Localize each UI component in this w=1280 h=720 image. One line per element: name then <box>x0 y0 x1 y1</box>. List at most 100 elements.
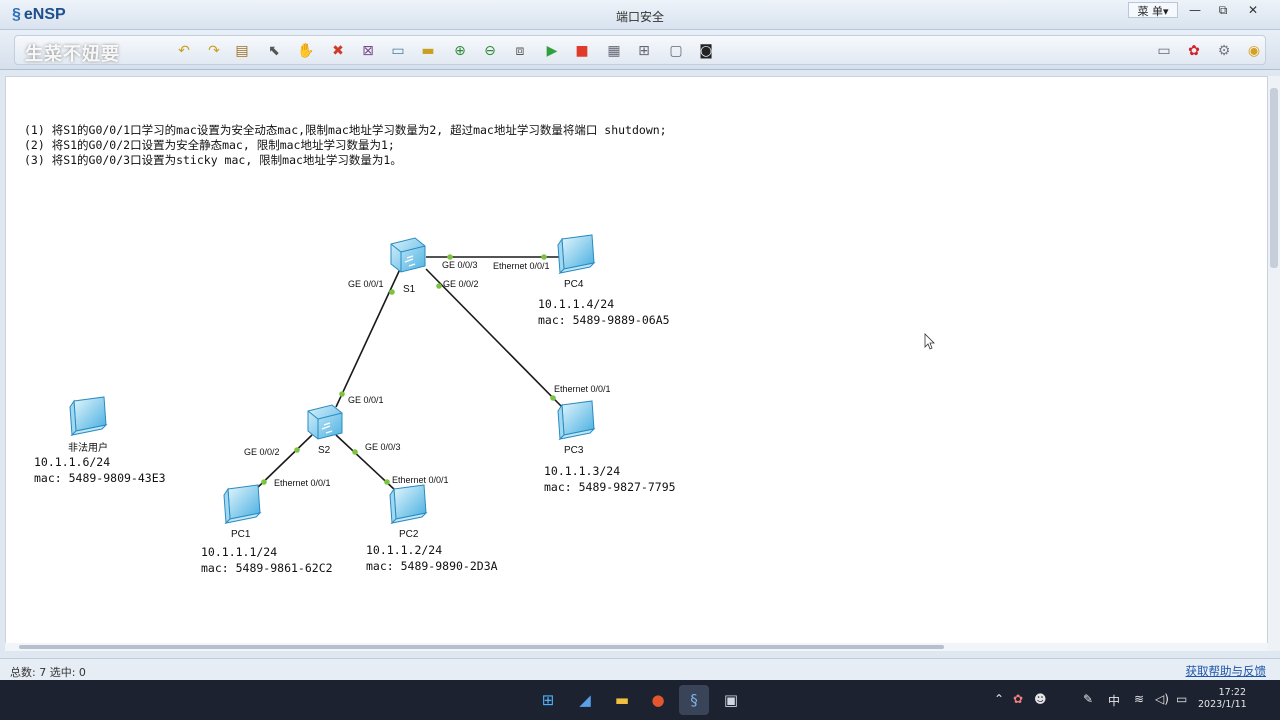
port-dot <box>294 447 300 453</box>
settings-gear-icon[interactable]: ⚙ <box>1217 43 1231 59</box>
mac-address: mac: 5489-9889-06A5 <box>538 313 670 327</box>
clock-date: 2023/1/11 <box>1198 699 1247 710</box>
device-name-pc2: PC2 <box>399 529 419 540</box>
instruction-line: (2) 将S1的G0/0/2口设置为安全静态mac, 限制mac地址学习数量为1… <box>24 138 395 152</box>
mac-address: mac: 5489-9809-43E3 <box>34 471 166 485</box>
window-title: 端口安全 <box>615 10 664 24</box>
windows-start-icon[interactable]: ⊞ <box>541 691 555 709</box>
rectangle-icon[interactable]: ▬ <box>421 43 435 59</box>
help-feedback-link[interactable]: 获取帮助与反馈 <box>1185 664 1267 678</box>
mac-address: mac: 5489-9890-2D3A <box>366 559 498 573</box>
zoom-in-icon[interactable]: ⊕ <box>454 43 466 59</box>
illegal-user-pc-icon[interactable] <box>69 396 108 437</box>
open-icon[interactable]: ▤ <box>235 43 249 59</box>
ip-address: 10.1.1.6/24 <box>34 455 111 469</box>
clock-time: 17:22 <box>1218 687 1246 698</box>
ime-chinese-label[interactable]: 中 <box>1108 694 1121 708</box>
vertical-scrollbar[interactable] <box>1268 76 1280 651</box>
ensp-app-icon[interactable]: § <box>679 685 709 715</box>
file-explorer-icon[interactable]: ▬ <box>614 691 630 709</box>
status-bar: 总数: 7 选中: 0 获取帮助与反馈 <box>0 658 1280 680</box>
port-label-s2-g003: GE 0/0/3 <box>365 442 401 452</box>
port-dot <box>352 449 358 455</box>
port-dot <box>389 289 395 295</box>
pc1-address: 10.1.1.1/24 mac: 5489-9861-62C2 <box>201 544 333 576</box>
capture-icon[interactable]: ▦ <box>607 43 621 59</box>
delete-link-icon[interactable]: ⊠ <box>362 43 374 59</box>
fit-view-icon[interactable]: ⧈ <box>515 43 525 59</box>
watermark-text: 生菜不妞要 <box>25 44 120 65</box>
topology-icon[interactable]: ⊞ <box>638 43 650 59</box>
port-dot <box>384 479 390 485</box>
horizontal-scrollbar[interactable] <box>5 643 1268 651</box>
mail-app-icon[interactable]: ◢ <box>579 691 591 709</box>
ip-address: 10.1.1.3/24 <box>544 464 621 478</box>
pc3-icon[interactable] <box>557 400 596 441</box>
forum-icon[interactable]: ▭ <box>1157 43 1171 59</box>
instruction-line: (1) 将S1的G0/0/1口学习的mac设置为安全动态mac,限制mac地址学… <box>24 123 667 137</box>
pc3-address: 10.1.1.3/24 mac: 5489-9827-7795 <box>544 463 676 495</box>
port-label-pc2-eth: Ethernet 0/0/1 <box>392 475 449 485</box>
pc1-icon[interactable] <box>223 484 262 525</box>
app-logo: §eNSP <box>12 6 66 24</box>
mac-address: mac: 5489-9827-7795 <box>544 480 676 494</box>
pc4-address: 10.1.1.4/24 mac: 5489-9889-06A5 <box>538 296 670 328</box>
port-dot <box>550 395 556 401</box>
switch-s2-icon[interactable] <box>307 404 343 440</box>
volume-icon[interactable]: ◁) <box>1155 692 1169 706</box>
wifi-icon[interactable]: ≋ <box>1134 692 1145 706</box>
ip-address: 10.1.1.4/24 <box>538 297 615 311</box>
port-label-pc4-eth: Ethernet 0/0/1 <box>493 261 550 271</box>
port-label-s1-g002: GE 0/0/2 <box>443 279 479 289</box>
zoom-out-icon[interactable]: ⊖ <box>484 43 496 59</box>
text-note-icon[interactable]: ▭ <box>391 43 405 59</box>
powerpoint-icon[interactable]: ● <box>651 691 665 709</box>
port-label-s2-g001: GE 0/0/1 <box>348 395 384 405</box>
ensp-logo-icon: § <box>12 6 21 23</box>
huawei-icon[interactable]: ✿ <box>1188 43 1200 59</box>
pan-hand-icon[interactable]: ✋ <box>297 43 315 59</box>
pc4-icon[interactable] <box>557 234 596 275</box>
port-label-s2-g002: GE 0/0/2 <box>244 447 280 457</box>
main-menu-button[interactable]: 菜 单▾ <box>1128 2 1178 18</box>
battery-icon[interactable]: ▭ <box>1176 692 1188 706</box>
undo-icon[interactable]: ↶ <box>178 43 190 59</box>
device-name-pc3: PC3 <box>564 445 584 456</box>
pc2-icon[interactable] <box>389 484 428 525</box>
mac-address: mac: 5489-9861-62C2 <box>201 561 333 575</box>
console-icon[interactable]: ◙ <box>699 43 713 59</box>
vertical-scroll-thumb[interactable] <box>1270 88 1278 268</box>
palette-icon[interactable]: ▢ <box>669 43 683 59</box>
horizontal-scroll-thumb[interactable] <box>19 645 944 649</box>
switch-s1-icon[interactable] <box>390 237 426 273</box>
select-icon[interactable]: ⬉ <box>268 43 280 59</box>
close-button[interactable]: ✕ <box>1247 3 1259 17</box>
redo-icon[interactable]: ↷ <box>208 43 220 59</box>
qq-icon[interactable]: ☻ <box>1034 692 1047 706</box>
restore-button[interactable]: ⧉ <box>1218 3 1228 17</box>
chevron-up-icon[interactable]: ⌃ <box>994 692 1005 706</box>
delete-icon[interactable]: ✖ <box>332 43 344 59</box>
mouse-cursor-icon <box>924 333 935 350</box>
instruction-line: (3) 将S1的G0/0/3口设置为sticky mac, 限制mac地址学习数… <box>24 153 402 167</box>
ip-address: 10.1.1.1/24 <box>201 545 278 559</box>
device-name-pc4: PC4 <box>564 279 584 290</box>
topology-canvas[interactable]: (1) 将S1的G0/0/1口学习的mac设置为安全动态mac,限制mac地址学… <box>5 76 1268 651</box>
pen-icon[interactable]: ✎ <box>1083 692 1094 706</box>
tray-app-icon[interactable]: ✿ <box>1013 692 1024 706</box>
stop-device-icon[interactable]: ■ <box>575 43 589 59</box>
device-name-illegal-user: 非法用户 <box>68 443 108 454</box>
illegal-user-address: 10.1.1.6/24 mac: 5489-9809-43E3 <box>34 454 166 486</box>
task-instructions: (1) 将S1的G0/0/1口学习的mac设置为安全动态mac,限制mac地址学… <box>24 123 667 168</box>
virtualbox-icon[interactable]: ▣ <box>723 691 739 709</box>
minimize-button[interactable]: — <box>1189 3 1201 17</box>
port-dot <box>339 391 345 397</box>
help-icon[interactable]: ◉ <box>1247 43 1261 59</box>
start-device-icon[interactable]: ▶ <box>546 43 558 59</box>
link-s1-pc3[interactable] <box>425 268 565 410</box>
port-label-pc3-eth: Ethernet 0/0/1 <box>554 384 611 394</box>
toolbar: 生菜不妞要 ↶ ↷ ▤ ⬉ ✋ ✖ ⊠ ▭ ▬ ⊕ ⊖ ⧈ ▶ ■ ▦ ⊞ ▢ … <box>0 30 1280 70</box>
